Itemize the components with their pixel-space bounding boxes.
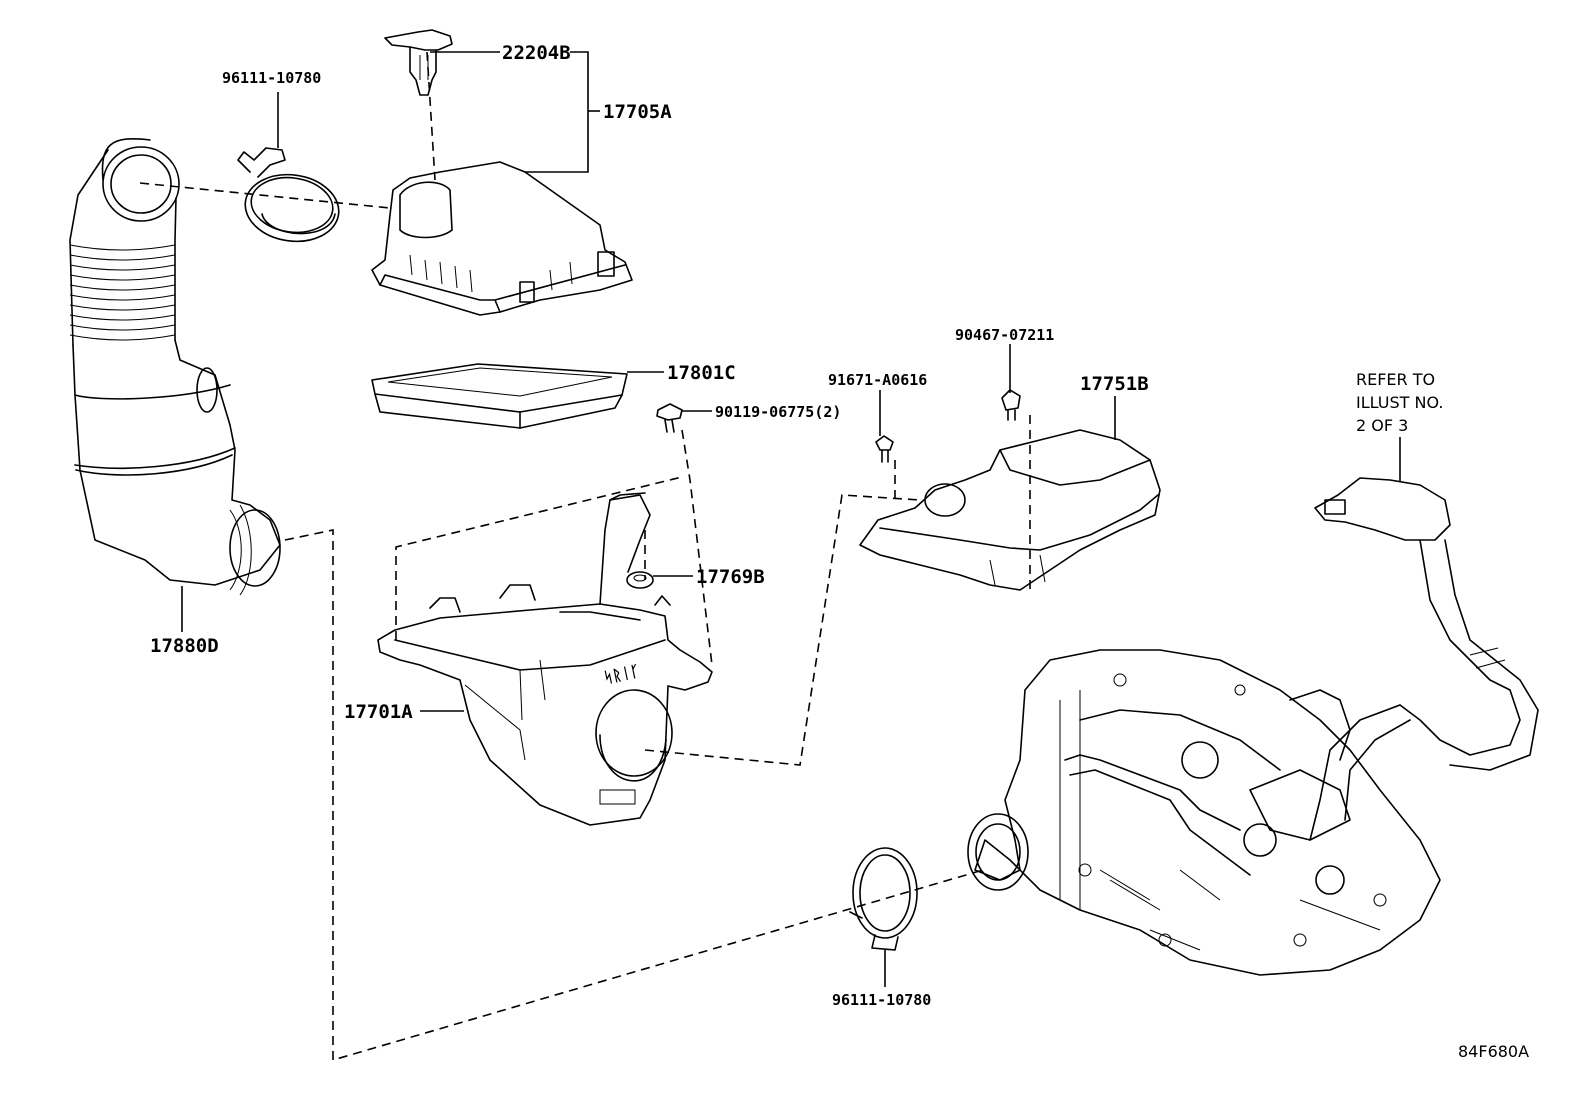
leader-lines — [181, 51, 1401, 987]
intake-hose-17880d[interactable] — [69, 138, 281, 596]
label-17801c[interactable]: 17801C — [667, 362, 736, 384]
clip-90467[interactable] — [1001, 389, 1021, 421]
label-90467[interactable]: 90467-07211 — [955, 326, 1054, 344]
label-17769b[interactable]: 17769B — [696, 566, 765, 588]
dashed-connectors — [139, 51, 1031, 1062]
label-17701a[interactable]: 17701A — [344, 701, 413, 723]
bolt-90119[interactable] — [656, 403, 683, 433]
refer-note-line-3: 2 OF 3 — [1356, 416, 1408, 435]
label-22204b[interactable]: 22204B — [502, 42, 571, 64]
refer-note-line-2: ILLUST NO. — [1356, 393, 1443, 412]
label-96111-top[interactable]: 96111-10780 — [222, 69, 321, 87]
hose-clamp-96111-bottom[interactable] — [849, 847, 918, 951]
maf-sensor-22204b[interactable] — [384, 29, 453, 96]
grommet-17769b[interactable] — [626, 571, 654, 589]
part-labels: 22204B 17705A 96111-10780 17801C 90119-0… — [150, 42, 1529, 1061]
bolt-91671[interactable] — [875, 435, 894, 463]
label-17705a[interactable]: 17705A — [603, 101, 672, 123]
refer-note-line-1: REFER TO — [1356, 370, 1435, 389]
air-filter-element-17801c[interactable] — [371, 363, 628, 429]
air-cleaner-case-17701a[interactable]: ᛋᚱᛁᚴ — [377, 492, 713, 826]
hose-clamp-96111-top[interactable] — [237, 147, 343, 247]
air-cleaner-cap-17705a[interactable] — [371, 161, 633, 316]
label-90119[interactable]: 90119-06775(2) — [715, 403, 841, 421]
illustration-id: 84F680A — [1458, 1042, 1529, 1061]
label-17751b[interactable]: 17751B — [1080, 373, 1149, 395]
inlet-duct-17751b[interactable] — [859, 429, 1161, 591]
wiring-harness-connector — [1309, 477, 1539, 841]
label-17880d[interactable]: 17880D — [150, 635, 219, 657]
svg-text:ᛋᚱᛁᚴ: ᛋᚱᛁᚴ — [602, 662, 641, 687]
label-91671[interactable]: 91671-A0616 — [828, 371, 927, 389]
engine-assembly — [967, 649, 1441, 976]
label-96111-bottom[interactable]: 96111-10780 — [832, 991, 931, 1009]
